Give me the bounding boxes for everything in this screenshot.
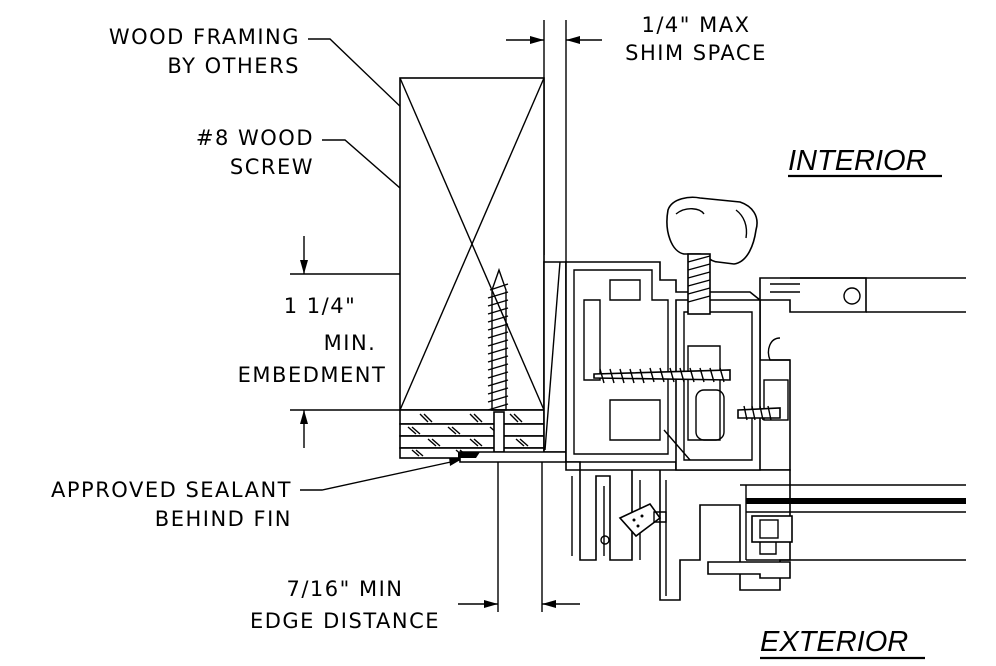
glazing-stop-detail xyxy=(770,283,800,293)
label-embedment-line3: EMBEDMENT xyxy=(238,363,387,387)
leader-sealant-arrow xyxy=(449,457,462,466)
embed-arrow-bottom xyxy=(300,410,308,424)
exterior-gasket xyxy=(618,502,662,538)
ig-spacer-inner xyxy=(759,519,779,539)
label-edge-line2: EDGE DISTANCE xyxy=(250,609,440,633)
sash-seal xyxy=(695,389,725,441)
frame-chamber-2 xyxy=(609,279,641,301)
sash-chamber xyxy=(687,345,721,441)
screw-body xyxy=(491,267,507,411)
sheathing-hatching xyxy=(407,413,529,457)
label-shim-line1: 1/4" MAX xyxy=(641,13,750,37)
embed-arrow-top xyxy=(300,260,308,274)
sheathing-layer-2 xyxy=(399,423,545,437)
label-screw-line1: #8 WOOD xyxy=(196,126,314,150)
label-screw: #8 WOOD SCREW xyxy=(196,126,314,179)
small-screw-threads xyxy=(743,405,772,421)
leader-wood-framing xyxy=(308,38,431,136)
screw-threads xyxy=(487,283,509,411)
lock-stem xyxy=(687,253,711,315)
weatherstrip xyxy=(767,337,790,361)
frame-screw-threads xyxy=(599,367,725,384)
label-embedment: 1 1/4" MIN. EMBEDMENT xyxy=(238,294,387,387)
lock-stem-threads xyxy=(687,255,711,303)
label-embedment-line1: 1 1/4" xyxy=(284,294,357,318)
label-interior-text: INTERIOR xyxy=(788,145,927,177)
dimension-edge-distance xyxy=(458,458,580,612)
label-sealant: APPROVED SEALANT BEHIND FIN xyxy=(51,478,292,531)
gasket-clip xyxy=(653,511,667,523)
frame-sill-walls xyxy=(571,476,667,596)
lock-handle xyxy=(666,196,758,265)
label-sealant-line2: BEHIND FIN xyxy=(155,507,292,531)
lock-handle-detail xyxy=(675,208,748,239)
label-shim-line2: SHIM SPACE xyxy=(625,41,767,65)
sealant-bead xyxy=(458,452,480,458)
label-shim-space: 1/4" MAX SHIM SPACE xyxy=(625,13,767,65)
frame-chamber-3 xyxy=(609,399,661,441)
sheathing-layer-1 xyxy=(399,409,545,425)
edge-arrow-left xyxy=(484,600,498,608)
label-exterior-text: EXTERIOR xyxy=(760,626,908,658)
sill-nose xyxy=(707,561,791,579)
window-frame xyxy=(458,196,867,601)
leader-sealant xyxy=(300,459,461,491)
glazing-stop xyxy=(759,277,867,313)
label-sealant-line1: APPROVED SEALANT xyxy=(51,478,292,502)
label-edge-line1: 7/16" MIN xyxy=(286,577,403,601)
glazing xyxy=(740,277,966,561)
shim-arrow-right xyxy=(566,36,580,44)
wood-framing xyxy=(399,77,567,459)
shim-arrow-left xyxy=(530,36,544,44)
shim-taper xyxy=(544,261,561,451)
label-edge-distance: 7/16" MIN EDGE DISTANCE xyxy=(250,577,440,633)
label-screw-line2: SCREW xyxy=(230,155,314,179)
frame-chamber-1 xyxy=(583,299,601,381)
sash-inner xyxy=(683,311,753,461)
interior-chamber xyxy=(763,379,789,421)
label-wood-framing: WOOD FRAMING BY OTHERS xyxy=(109,25,300,78)
stud-cross-2 xyxy=(399,77,545,411)
frame-inner-wall xyxy=(573,269,669,455)
sash-profile xyxy=(675,299,761,471)
edge-arrow-right xyxy=(542,600,556,608)
frame-diagonal xyxy=(663,429,691,461)
label-interior: INTERIOR xyxy=(788,145,942,178)
ig-spacer-line xyxy=(746,498,966,504)
label-wood-framing-line1: WOOD FRAMING xyxy=(109,25,300,49)
label-embedment-line2: MIN. xyxy=(324,331,377,355)
label-wood-framing-line2: BY OTHERS xyxy=(167,54,300,78)
glazing-bead-seal xyxy=(843,287,861,305)
label-exterior: EXTERIOR xyxy=(760,626,925,660)
sill-screw-boss xyxy=(600,535,610,545)
